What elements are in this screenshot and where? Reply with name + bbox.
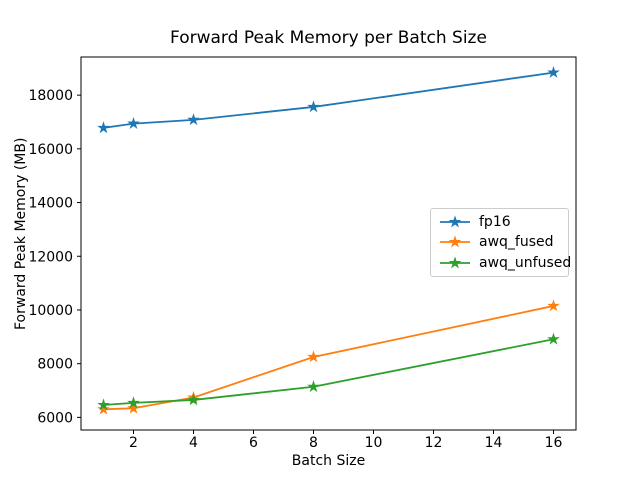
data-point-marker bbox=[97, 402, 110, 415]
line-star-marker-icon bbox=[440, 256, 470, 269]
series-line-awq_fused bbox=[103, 305, 554, 411]
x-tick-label: 14 bbox=[485, 435, 503, 451]
y-tick-label: 14000 bbox=[28, 196, 73, 212]
data-point-marker bbox=[307, 380, 320, 393]
legend-star bbox=[448, 256, 462, 269]
data-point-marker bbox=[97, 121, 110, 134]
y-tick-label: 8000 bbox=[37, 357, 73, 373]
legend-item: awq_unfused bbox=[439, 253, 571, 273]
series-line-awq_unfused bbox=[103, 338, 554, 406]
legend-item: awq_fused bbox=[439, 232, 560, 252]
legend-star bbox=[448, 215, 462, 228]
data-point-marker bbox=[547, 332, 560, 345]
x-axis-label: Batch Size bbox=[291, 453, 366, 469]
y-tick-label: 6000 bbox=[37, 410, 73, 426]
legend-star bbox=[448, 235, 462, 248]
y-axis-label: Forward Peak Memory (MB) bbox=[13, 137, 29, 330]
data-point-marker bbox=[307, 350, 320, 363]
y-tick-label: 12000 bbox=[28, 249, 73, 265]
data-point-marker bbox=[187, 393, 200, 406]
y-tick-label: 16000 bbox=[28, 142, 73, 158]
data-point-marker bbox=[127, 401, 140, 414]
legend-item-label: awq_fused bbox=[479, 234, 554, 251]
x-tick-label: 10 bbox=[365, 435, 383, 451]
data-point-marker bbox=[187, 113, 200, 126]
data-point-marker bbox=[547, 65, 560, 78]
chart-title: Forward Peak Memory per Batch Size bbox=[170, 28, 487, 48]
x-tick-label: 12 bbox=[425, 435, 443, 451]
legend-item: fp16 bbox=[439, 212, 560, 232]
legend: fp16 awq_fused awq_unfused bbox=[430, 208, 571, 277]
x-tick-label: 6 bbox=[249, 435, 258, 451]
data-point-marker bbox=[547, 299, 560, 312]
legend-item-label: awq_unfused bbox=[479, 254, 572, 271]
legend-item-label: fp16 bbox=[479, 214, 511, 231]
data-point-marker bbox=[97, 398, 110, 411]
data-point-marker bbox=[127, 396, 140, 409]
x-tick-label: 16 bbox=[545, 435, 563, 451]
data-point-marker bbox=[307, 100, 320, 113]
data-point-marker bbox=[127, 116, 140, 129]
axes-spines bbox=[80, 56, 577, 431]
y-tick-label: 18000 bbox=[28, 88, 73, 104]
series-line-fp16 bbox=[103, 71, 554, 129]
x-tick-label: 4 bbox=[189, 435, 198, 451]
x-tick-label: 8 bbox=[309, 435, 318, 451]
x-tick-label: 2 bbox=[129, 435, 138, 451]
line-star-marker-icon bbox=[440, 235, 470, 248]
y-tick-label: 10000 bbox=[28, 303, 73, 319]
line-star-marker-icon bbox=[440, 215, 470, 228]
